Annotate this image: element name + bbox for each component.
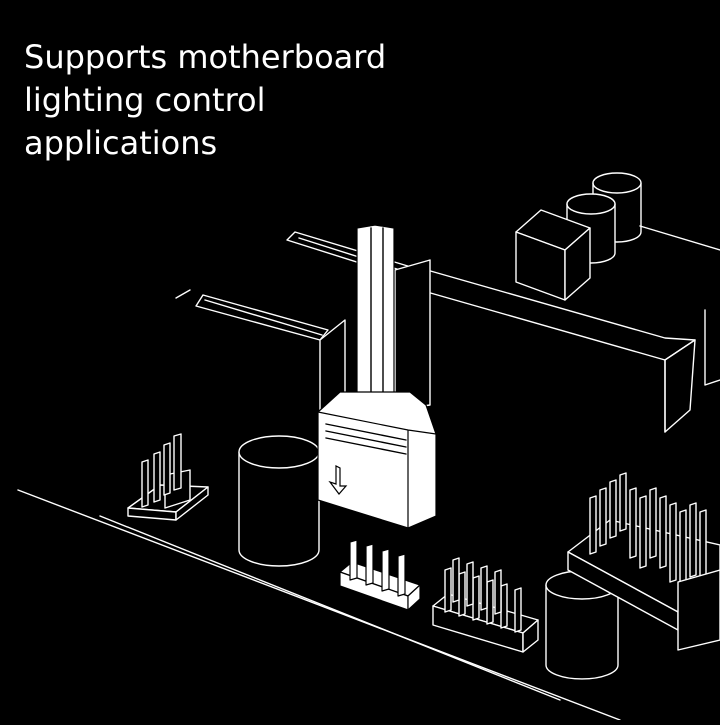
headline-line-2: lighting control <box>24 81 266 119</box>
board-edge-right <box>704 309 720 386</box>
capacitor-bottom <box>545 570 619 680</box>
chip-square <box>515 209 591 301</box>
tall-block <box>394 259 431 411</box>
down-arrow-icon <box>328 465 348 495</box>
headline-line-3: applications <box>24 124 218 162</box>
connector-plug-icon <box>317 224 437 529</box>
capacitor-large <box>238 435 320 567</box>
headline-line-1: Supports motherboard <box>24 38 387 76</box>
argb-header <box>339 539 421 611</box>
pin-header-middle <box>432 557 539 653</box>
headline: Supports motherboard lighting control ap… <box>24 36 524 165</box>
board-trace <box>639 225 720 251</box>
pin-header-left <box>127 433 209 521</box>
pin-header-right <box>567 472 720 651</box>
board-edge <box>17 289 621 721</box>
